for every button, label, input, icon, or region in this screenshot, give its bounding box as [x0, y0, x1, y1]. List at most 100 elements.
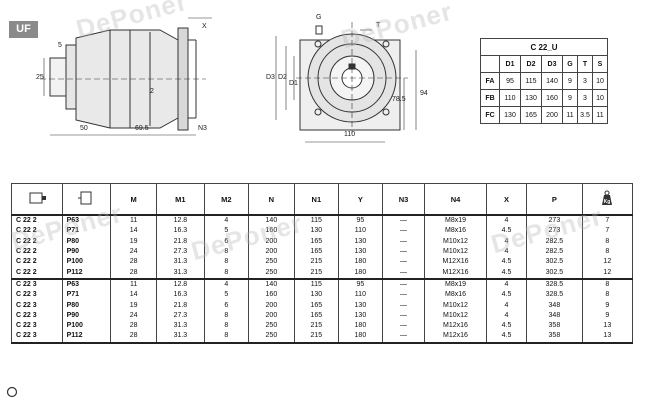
table-cell: 130 [293, 226, 339, 237]
cell: 130 [520, 89, 542, 107]
flange-row: FC 130 165 200 11 3.5 11 [480, 106, 608, 124]
table-cell: M8x19 [424, 277, 487, 291]
table-cell: C 22 2 [11, 267, 63, 279]
table-cell: P112 [61, 331, 112, 344]
col-header: N1 [293, 183, 339, 216]
table-cell: 4.5 [485, 331, 528, 344]
weight-unit: Kg [604, 199, 611, 205]
table-cell: 4 [485, 300, 528, 311]
table-cell: 27.3 [155, 246, 205, 258]
table-cell: 4 [203, 215, 249, 227]
table-cell: P80 [61, 300, 112, 311]
table-cell: 31.3 [155, 331, 205, 344]
table-cell: — [381, 246, 426, 258]
table-cell: 282.5 [526, 236, 583, 247]
table-cell: 8 [581, 277, 634, 291]
table-cell: 4.5 [485, 257, 528, 268]
table-cell: 4 [485, 246, 528, 258]
dim-label: 69.5 [135, 125, 149, 132]
table-cell: 200 [247, 246, 295, 258]
table-cell: 180 [337, 267, 383, 279]
table-cell: 250 [247, 257, 295, 268]
table-cell: M8x16 [424, 290, 487, 301]
col-header: N3 [381, 183, 426, 216]
table-cell: M8x19 [424, 215, 487, 227]
table-cell: C 22 3 [11, 290, 63, 301]
table-cell: — [381, 331, 426, 344]
table-cell: 21.8 [155, 236, 205, 247]
cell: 10 [592, 72, 608, 90]
table-cell: 165 [293, 246, 339, 258]
table-cell: 250 [247, 320, 295, 332]
front-view-drawing [275, 22, 417, 143]
cell: 3 [577, 89, 593, 107]
dim-label: X [202, 23, 207, 30]
table-cell: P112 [61, 267, 112, 279]
table-cell: 8 [203, 310, 249, 321]
table-cell: 8 [203, 267, 249, 279]
gearbox-icon [29, 192, 46, 204]
table-cell: 4 [485, 277, 528, 291]
table-cell: 115 [293, 277, 339, 291]
table-cell: 8 [581, 290, 634, 301]
table-cell: 11 [110, 277, 157, 291]
table-cell: 250 [247, 267, 295, 279]
table-cell: 19 [110, 300, 157, 311]
table-cell: 8 [203, 246, 249, 258]
table-cell: 16.3 [155, 290, 205, 301]
table-cell: 130 [293, 290, 339, 301]
col-header: T [577, 55, 593, 73]
cell: 11 [592, 106, 608, 124]
table-cell: M10x12 [424, 310, 487, 321]
table-cell: 302.5 [526, 267, 583, 279]
table-cell: C 22 3 [11, 300, 63, 311]
table-cell: 27.3 [155, 310, 205, 321]
table-cell: M12x16 [424, 320, 487, 332]
cell: 95 [499, 72, 521, 90]
table-cell: 13 [581, 320, 634, 332]
col-header: D3 [541, 55, 563, 73]
col-header: M2 [203, 183, 249, 216]
table-cell: 328.5 [526, 290, 583, 301]
dim-label: D3 [266, 74, 275, 81]
table-cell: — [381, 310, 426, 321]
table-cell: 28 [110, 331, 157, 344]
table-cell: 5 [203, 290, 249, 301]
table-cell: 16.3 [155, 226, 205, 237]
dim-label: D1 [289, 80, 298, 87]
cell: 140 [541, 72, 563, 90]
table-cell: 358 [526, 320, 583, 332]
table-cell: C 22 3 [11, 277, 63, 291]
table-cell: 200 [247, 236, 295, 247]
table-cell: C 22 3 [11, 331, 63, 344]
table-cell: 130 [337, 236, 383, 247]
table-cell: 31.3 [155, 257, 205, 268]
table-cell: M10x12 [424, 246, 487, 258]
col-header: D2 [520, 55, 542, 73]
table-cell: — [381, 277, 426, 291]
table-cell: 9 [581, 300, 634, 311]
table-cell: 11 [110, 215, 157, 227]
table-cell: 7 [581, 226, 634, 237]
table-cell: 180 [337, 257, 383, 268]
col-header: D1 [499, 55, 521, 73]
table-cell: 8 [581, 246, 634, 258]
table-cell: M10x12 [424, 236, 487, 247]
table-cell: 28 [110, 320, 157, 332]
table-cell: P71 [61, 226, 112, 237]
table-cell: 28 [110, 267, 157, 279]
table-cell: 24 [110, 310, 157, 321]
table-cell: 14 [110, 226, 157, 237]
flange-row: FB 110 130 160 9 3 10 [480, 89, 608, 107]
table-cell: 8 [203, 320, 249, 332]
table-cell: 13 [581, 331, 634, 344]
table-cell: P71 [61, 290, 112, 301]
table-cell: 8 [581, 236, 634, 247]
col-header: M1 [155, 183, 205, 216]
table-cell: 14 [110, 290, 157, 301]
table-cell: — [381, 300, 426, 311]
